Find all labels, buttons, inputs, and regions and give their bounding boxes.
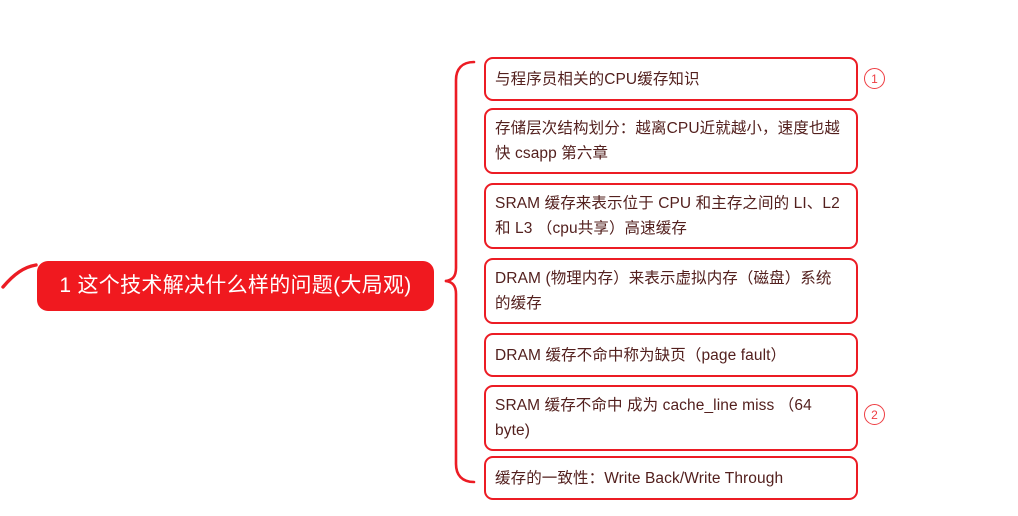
brace-lower <box>444 279 476 484</box>
mindmap-node-2-label: 存储层次结构划分：越离CPU近就越小，速度也越快 csapp 第六章 <box>495 120 841 162</box>
mindmap-node-1[interactable]: 与程序员相关的CPU缓存知识 <box>484 57 858 101</box>
mindmap-node-3[interactable]: SRAM 缓存来表示位于 CPU 和主存之间的 LI、L2 和 L3 （cpu共… <box>484 183 858 249</box>
mindmap-node-6[interactable]: SRAM 缓存不命中 成为 cache_line miss （64 byte) <box>484 385 858 451</box>
mindmap-node-6-label: SRAM 缓存不命中 成为 cache_line miss （64 byte) <box>495 397 812 439</box>
mindmap-node-2[interactable]: 存储层次结构划分：越离CPU近就越小，速度也越快 csapp 第六章 <box>484 108 858 174</box>
mindmap-node-3-label: SRAM 缓存来表示位于 CPU 和主存之间的 LI、L2 和 L3 （cpu共… <box>495 195 840 237</box>
mindmap-node-4-label: DRAM (物理内存）来表示虚拟内存（磁盘）系统的缓存 <box>495 270 832 312</box>
root-parent-connector <box>1 263 38 289</box>
mindmap-node-7[interactable]: 缓存的一致性：Write Back/Write Through <box>484 456 858 500</box>
node-badge-2[interactable]: 2 <box>864 404 885 425</box>
mindmap-node-4[interactable]: DRAM (物理内存）来表示虚拟内存（磁盘）系统的缓存 <box>484 258 858 324</box>
mindmap-node-5-label: DRAM 缓存不命中称为缺页（page fault） <box>495 346 787 364</box>
mindmap-node-7-label: 缓存的一致性：Write Back/Write Through <box>495 469 784 487</box>
root-node-label: 1 这个技术解决什么样的问题(大局观) <box>59 274 412 298</box>
mindmap-node-5[interactable]: DRAM 缓存不命中称为缺页（page fault） <box>484 333 858 377</box>
brace-upper <box>444 60 476 283</box>
node-badge-1[interactable]: 1 <box>864 68 885 89</box>
root-node[interactable]: 1 这个技术解决什么样的问题(大局观) <box>37 261 434 311</box>
mindmap-node-1-label: 与程序员相关的CPU缓存知识 <box>495 70 700 88</box>
